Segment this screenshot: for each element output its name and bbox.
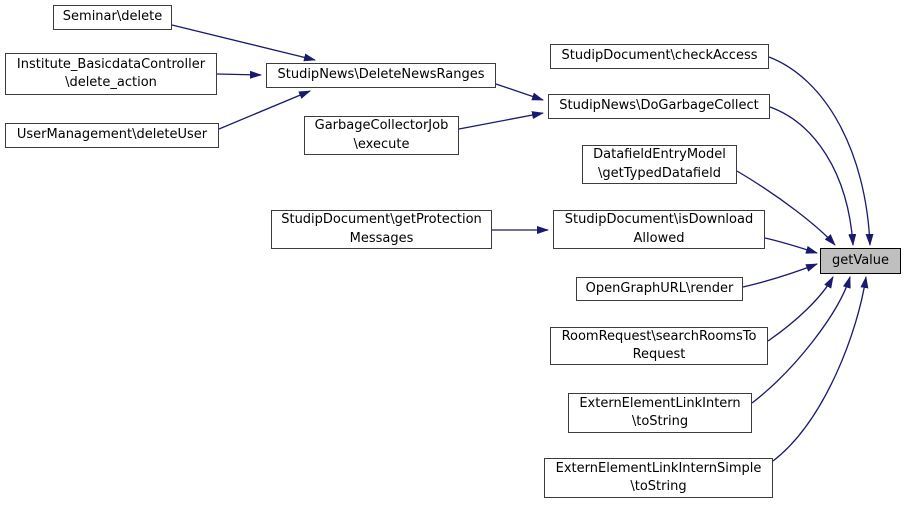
node-studipdocument-isdownloadallowed[interactable]: StudipDocument\isDownload Allowed — [553, 210, 765, 249]
edge-deletenewsranges-to-dogarbagecollect — [495, 83, 544, 101]
node-label: Messages — [349, 230, 414, 246]
edge-usermanagement-deleteuser-to-deletenewsranges — [218, 90, 311, 130]
node-label: StudipNews\DoGarbageCollect — [559, 98, 759, 114]
node-studipnews-deletenewsranges[interactable]: StudipNews\DeleteNewsRanges — [266, 63, 496, 88]
node-label: \delete_action — [65, 75, 157, 90]
node-externelementlinkintern-tostring[interactable]: ExternElementLinkIntern \toString — [568, 393, 752, 433]
node-label: StudipDocument\getProtection — [281, 212, 482, 227]
node-label: getValue — [831, 252, 890, 268]
edge-checkaccess-to-getvalue — [768, 56, 874, 246]
node-roomrequest-searchroomstorequest[interactable]: RoomRequest\searchRoomsTo Request — [550, 327, 768, 365]
edge-externelementlinkintern-tostring-to-getvalue — [751, 276, 851, 404]
node-label: UserManagement\deleteUser — [16, 127, 208, 143]
node-label: \execute — [353, 136, 410, 152]
node-label: ExternElementLinkInternSimple — [555, 460, 762, 476]
node-label: Institute_BasicdataController — [16, 56, 206, 72]
node-label: StudipNews\DeleteNewsRanges — [277, 67, 485, 83]
node-label: DatafieldEntryModel — [593, 147, 726, 162]
node-label: StudipDocument\isDownload — [564, 212, 754, 227]
node-externelementlinkinternsimple-tostring[interactable]: ExternElementLinkInternSimple \toString — [544, 458, 773, 498]
node-institute-basicdatacontroller-delete-action[interactable]: Institute_BasicdataController \delete_ac… — [5, 53, 217, 95]
edge-externelementlinkinternsimple-tostring-to-getvalue — [772, 276, 869, 462]
node-label: GarbageCollectorJob — [314, 118, 449, 133]
node-label: Seminar\delete — [62, 9, 163, 25]
node-label: \toString — [630, 479, 687, 494]
node-label: RoomRequest\searchRoomsTo — [561, 328, 757, 344]
node-label: \getTypedDatafield — [598, 165, 721, 181]
node-studipdocument-getprotectionmessages[interactable]: StudipDocument\getProtection Messages — [271, 210, 492, 249]
node-label: Allowed — [633, 230, 685, 246]
edge-seminar-delete-to-deletenewsranges — [171, 24, 316, 62]
node-opengraphurl-render[interactable]: OpenGraphURL\render — [576, 277, 743, 301]
node-garbagecollectorjob-execute[interactable]: GarbageCollectorJob \execute — [304, 116, 459, 155]
edge-isdownloadallowed-to-getvalue — [764, 237, 818, 254]
node-studipdocument-checkaccess[interactable]: StudipDocument\checkAccess — [550, 44, 769, 69]
node-seminar-delete[interactable]: Seminar\delete — [53, 5, 172, 30]
node-datafieldentrymodel-gettypeddatafield[interactable]: DatafieldEntryModel \getTypedDatafield — [582, 145, 737, 184]
node-studipnews-dogarbagecollect[interactable]: StudipNews\DoGarbageCollect — [548, 94, 770, 119]
edge-institute-delete-action-to-deletenewsranges — [216, 70, 262, 79]
node-usermanagement-deleteuser[interactable]: UserManagement\deleteUser — [5, 123, 219, 148]
edge-garbagecollectorjob-execute-to-dogarbagecollect — [458, 111, 544, 130]
node-getvalue-focus: getValue — [820, 248, 901, 274]
node-label: Request — [632, 347, 686, 362]
edge-searchroomstorequest-to-getvalue — [767, 276, 834, 342]
node-label: ExternElementLinkIntern — [579, 395, 741, 411]
node-label: \toString — [631, 414, 689, 429]
edge-dogarbagecollect-to-getvalue — [769, 106, 857, 246]
node-label: OpenGraphURL\render — [585, 280, 734, 296]
edge-gettypeddatafield-to-getvalue — [736, 170, 836, 246]
node-label: StudipDocument\checkAccess — [561, 48, 758, 64]
edge-render-to-getvalue — [742, 263, 818, 288]
